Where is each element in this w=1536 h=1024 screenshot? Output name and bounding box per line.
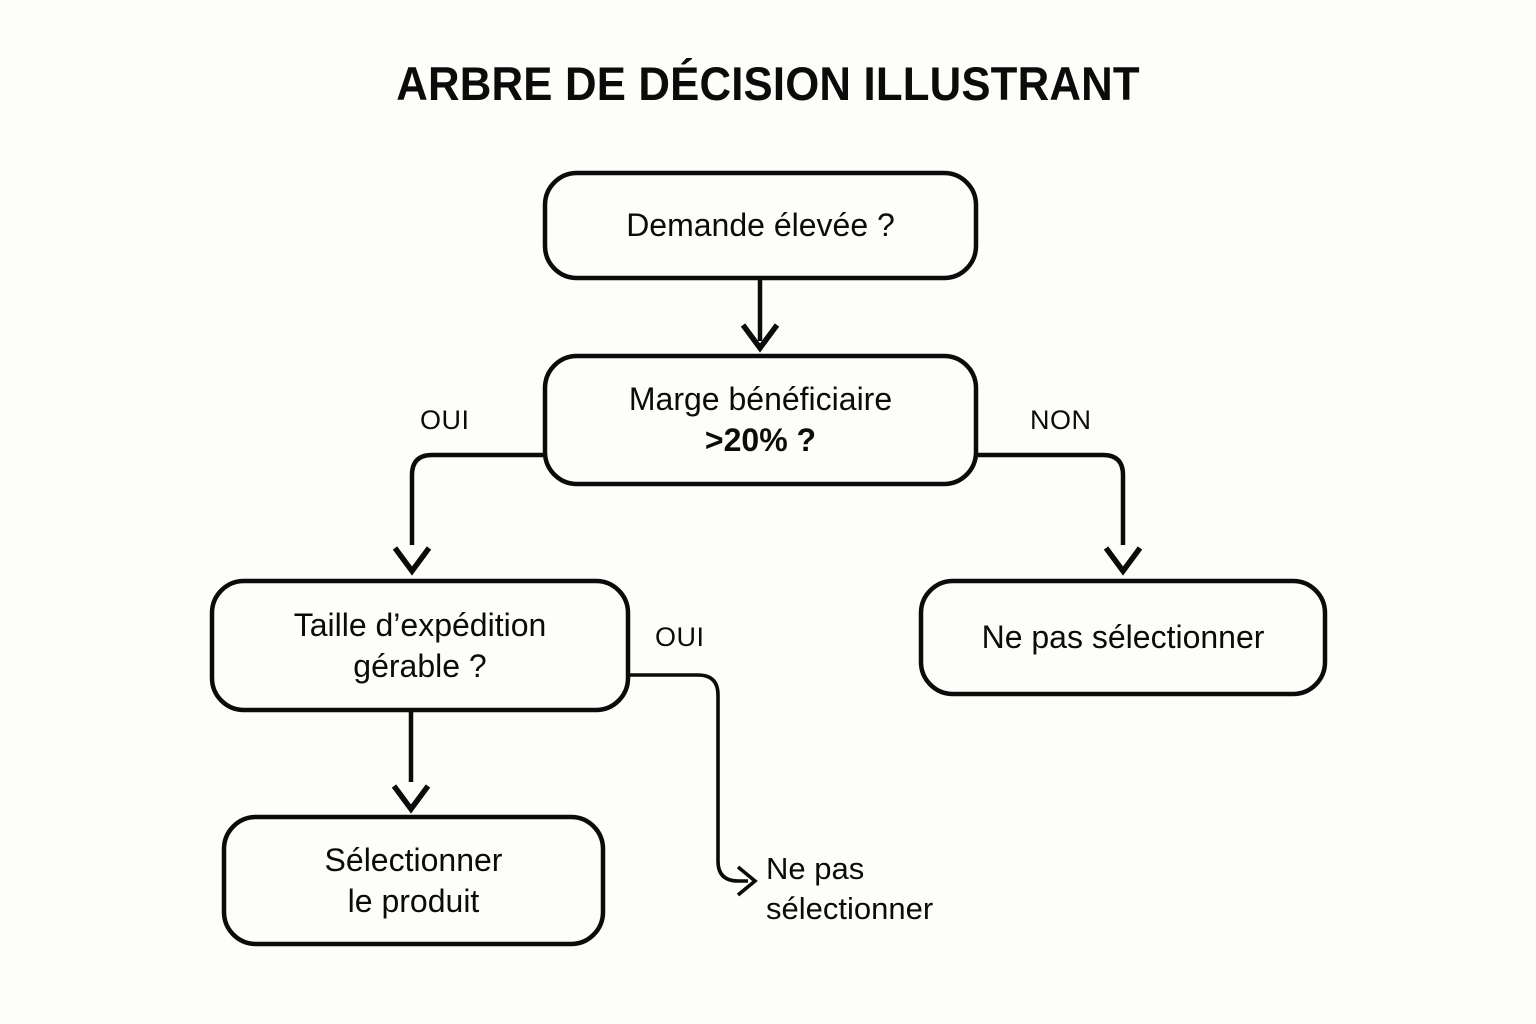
node-select-product-shape[interactable] xyxy=(221,814,606,947)
edge-shipping-to-select-arrowhead xyxy=(391,784,431,814)
edge-margin-yes-to-shipping xyxy=(409,452,545,545)
edge-root-to-margin-arrowhead xyxy=(740,323,780,353)
edge-margin-yes-arrowhead xyxy=(392,546,432,576)
node-reject-right-shape[interactable] xyxy=(918,578,1328,697)
edge-shipping-yes-to-reject-text xyxy=(628,673,748,883)
edge-margin-no-arrowhead xyxy=(1103,546,1143,576)
branch-label-margin-yes: OUI xyxy=(420,405,470,435)
branch-label-shipping-yes: OUI xyxy=(655,622,705,652)
edge-shipping-yes-arrowhead xyxy=(736,865,758,897)
page-title: ARBRE DE DÉCISION ILLUSTRANT xyxy=(396,57,1140,110)
node-shipping-question-shape[interactable] xyxy=(209,578,631,713)
edge-margin-no-to-reject xyxy=(976,452,1126,545)
node-root-question-shape[interactable] xyxy=(542,170,979,281)
node-margin-question-shape[interactable] xyxy=(542,353,979,487)
free-text-reject-bottom: Ne pas sélectionner xyxy=(766,851,934,927)
branch-label-margin-no: NON xyxy=(1030,405,1092,435)
